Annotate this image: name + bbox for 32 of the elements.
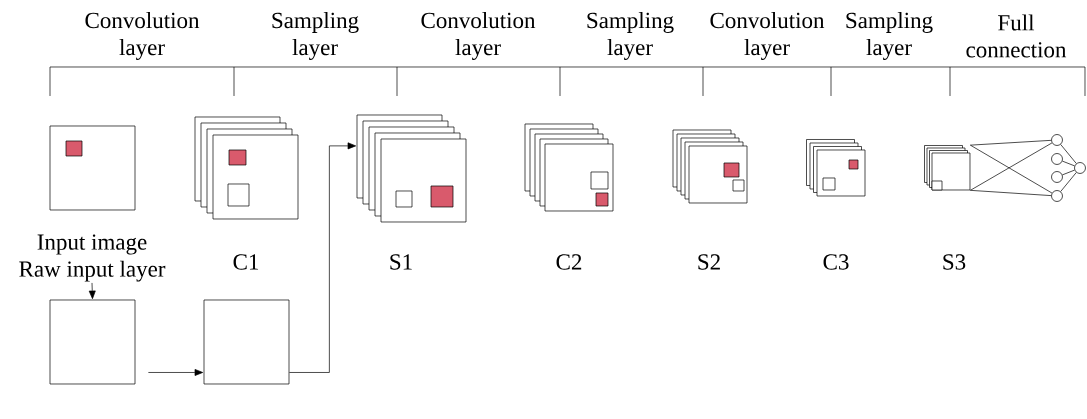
connection-line — [1062, 160, 1075, 167]
input-image — [49, 125, 136, 211]
square-box — [203, 299, 290, 385]
node-label: C2 — [556, 254, 582, 270]
arrow — [289, 142, 357, 373]
feature-map-stack: S2 — [672, 129, 748, 270]
node-label: C3 — [823, 254, 849, 270]
connection-line — [1060, 144, 1077, 164]
layer-label: Sampling layer — [272, 12, 359, 60]
layer-label: Convolution layer — [421, 12, 536, 60]
node-label: S3 — [943, 254, 966, 270]
arrow — [88, 282, 96, 300]
node-label: S2 — [698, 254, 720, 270]
layer-label: Convolution layer — [85, 12, 200, 60]
square-box — [49, 299, 136, 385]
connection-line — [970, 140, 1052, 146]
feature-map-stack: C3 — [806, 139, 866, 270]
connection-line — [1060, 172, 1077, 192]
caption-text: Input image Raw input layer — [19, 234, 166, 282]
connection-line — [1062, 169, 1075, 176]
feature-map-stack: S1 — [356, 114, 467, 270]
layer-label: Sampling layer — [846, 12, 933, 60]
feature-map-stack: C1 — [194, 116, 299, 270]
layer-label: Convolution layer — [710, 12, 825, 60]
arrow — [148, 369, 204, 376]
layer-label: Full connection — [966, 14, 1067, 58]
connection-line — [970, 190, 1052, 196]
node-label: C1 — [233, 254, 259, 270]
feature-map-stack: S3 — [924, 145, 971, 270]
feature-map-stack: C2 — [524, 123, 614, 270]
layer-label: Sampling layer — [587, 12, 674, 60]
node-label: S1 — [390, 254, 412, 270]
